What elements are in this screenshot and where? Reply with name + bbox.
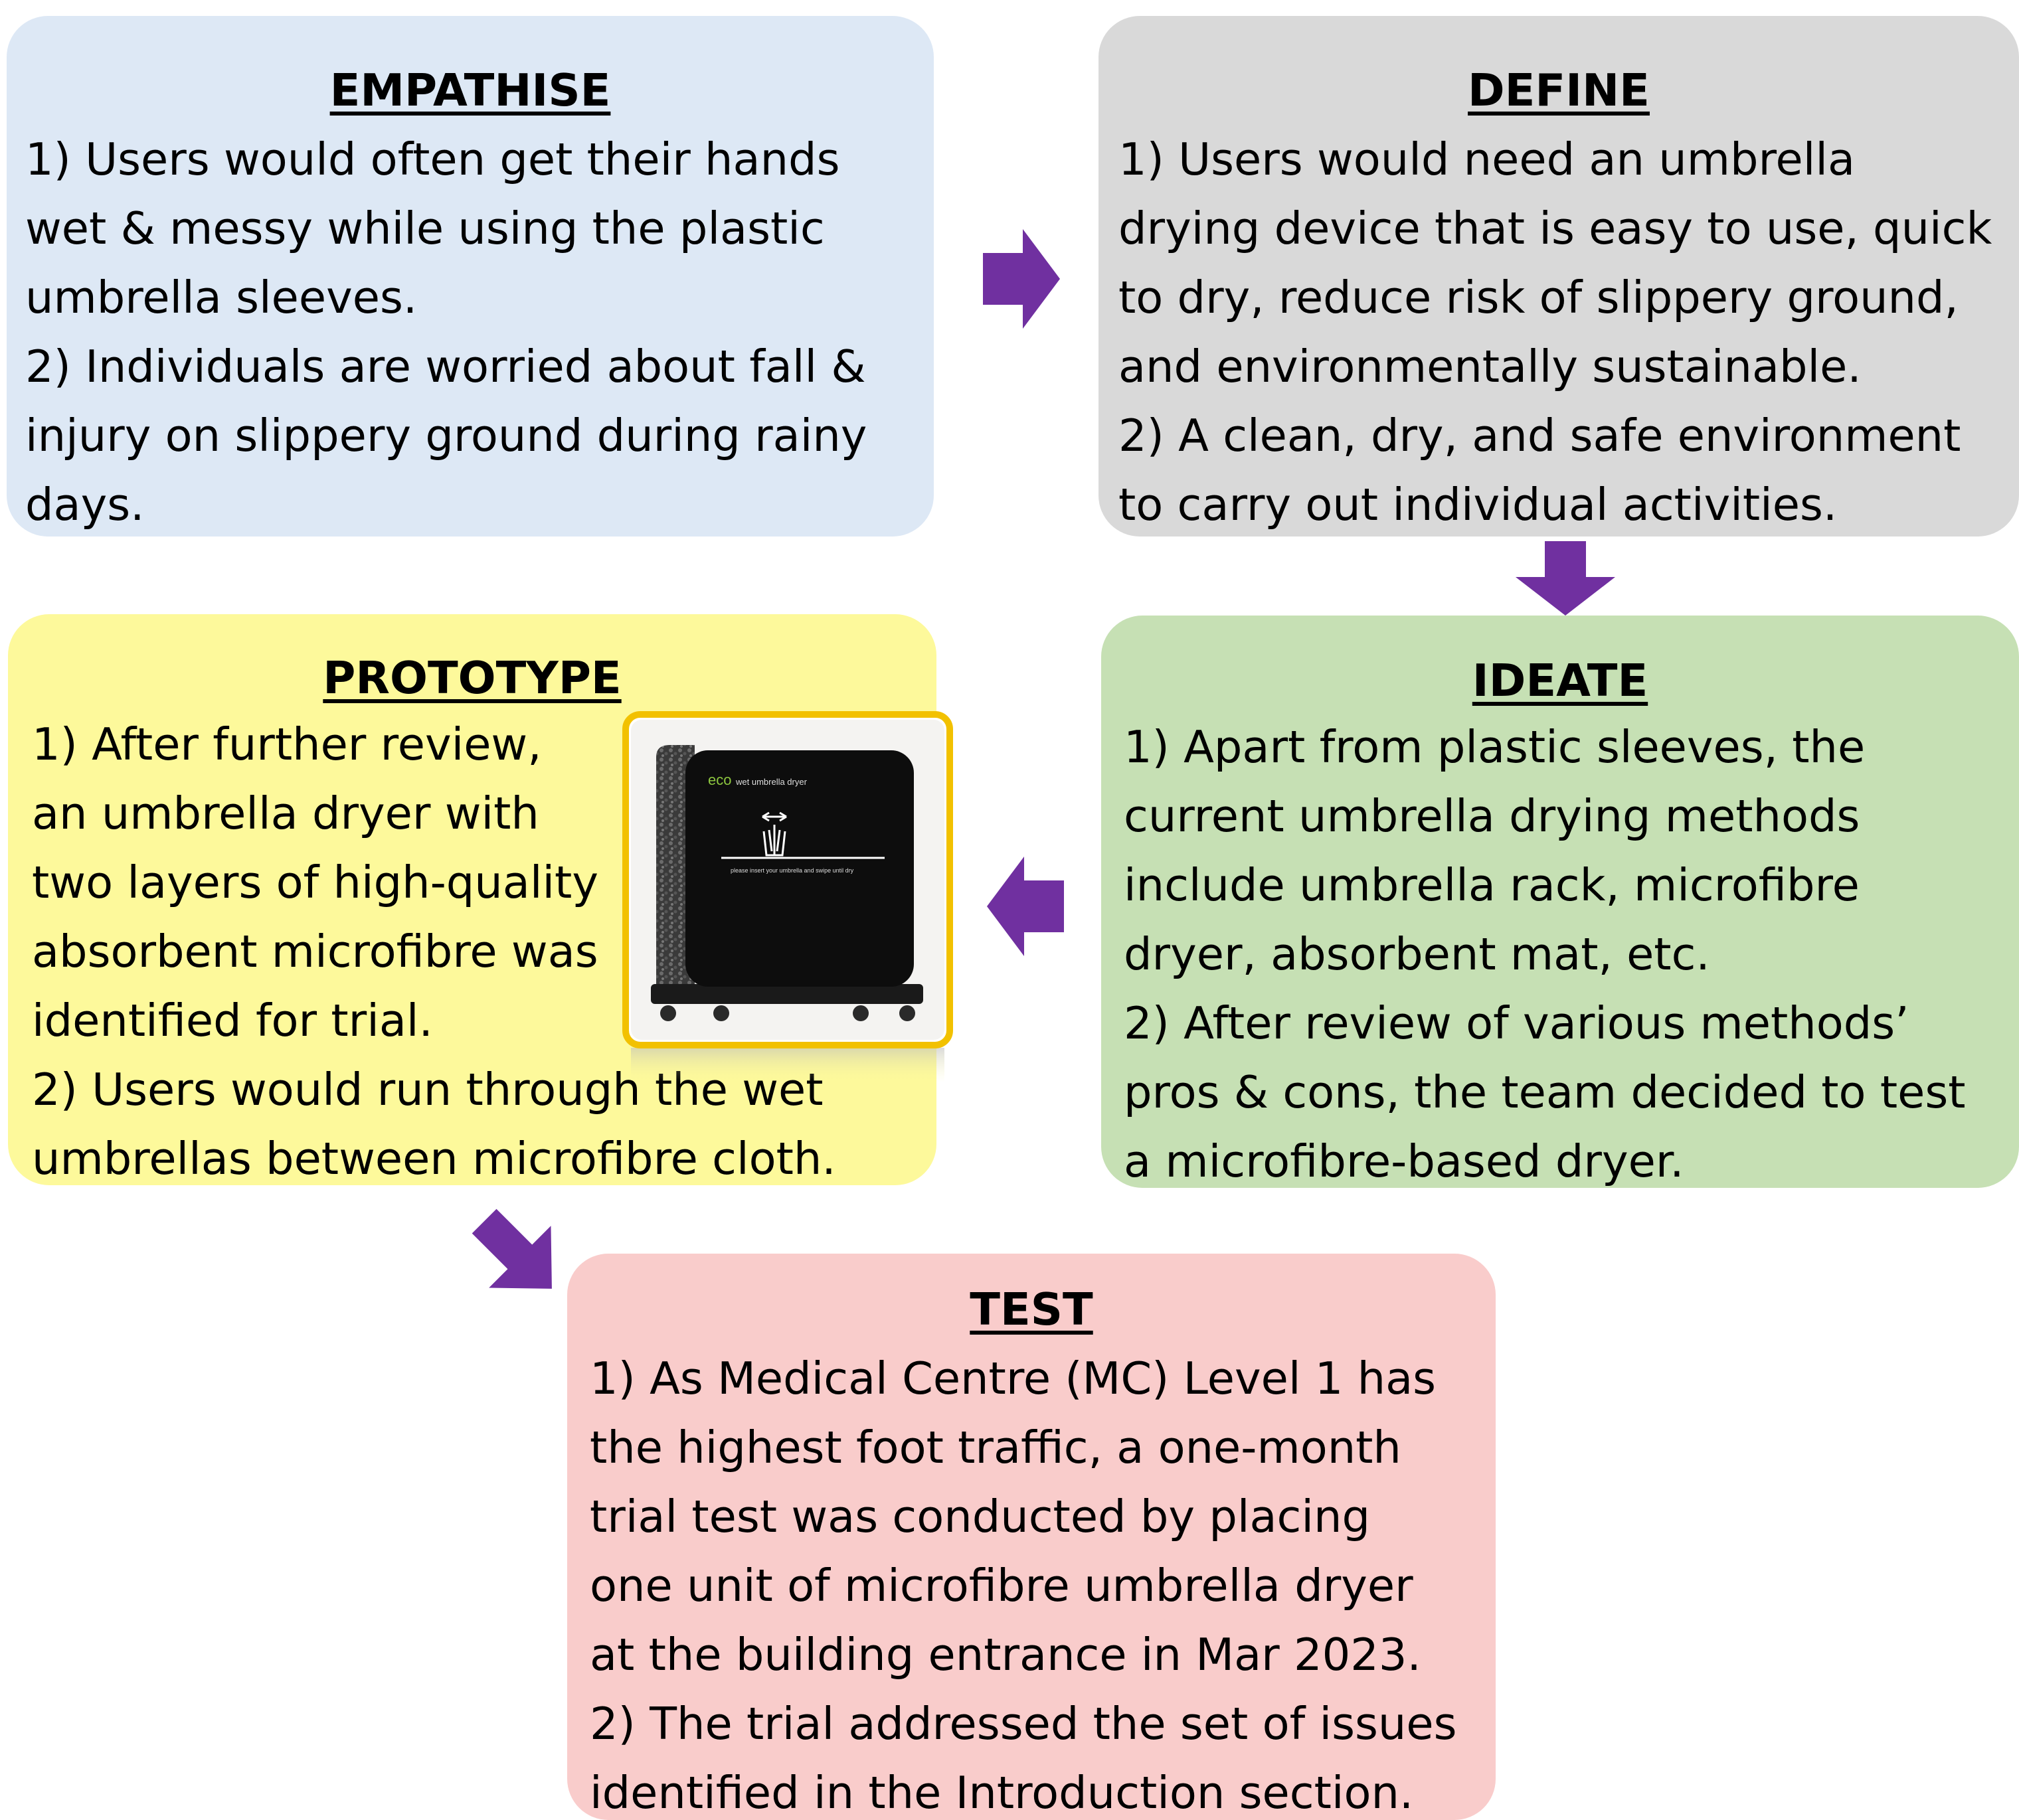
prototype-line: identified for trial.	[32, 995, 433, 1046]
dryer-brand: eco	[708, 772, 731, 788]
ideate-line: 2) After review of various methods’	[1124, 997, 1909, 1049]
dryer-body	[685, 750, 914, 987]
test-line: 2) The trial addressed the set of issues	[590, 1698, 1457, 1750]
ideate-text: 1) Apart from plastic sleeves, the curre…	[1124, 712, 1966, 1188]
ideate-line: include umbrella rack, microfibre	[1124, 859, 1860, 911]
dryer-instruction: please insert your umbrella and swipe un…	[731, 867, 854, 874]
define-line: and environmentally sustainable.	[1118, 341, 1862, 392]
ideate-line: dryer, absorbent mat, etc.	[1124, 928, 1710, 980]
dryer-wheel	[899, 1005, 915, 1021]
define-line: to dry, reduce risk of slippery ground,	[1118, 272, 1959, 323]
prototype-line: 1) After further review,	[32, 718, 542, 770]
photo-reflection	[631, 1048, 944, 1082]
ideate-box: IDEATE 1) Apart from plastic sleeves, th…	[1101, 616, 2019, 1188]
empathise-line: 2) Individuals are worried about fall &	[25, 341, 866, 392]
empathise-line: wet & messy while using the plastic	[25, 203, 825, 254]
empathise-box: EMPATHISE 1) Users would often get their…	[7, 16, 934, 537]
ideate-title: IDEATE	[1472, 655, 1648, 706]
test-line: the highest foot traffic, a one-month	[590, 1422, 1401, 1473]
empathise-line: days.	[25, 479, 145, 531]
test-title: TEST	[970, 1283, 1093, 1335]
empathise-text: 1) Users would often get their hands wet…	[25, 125, 867, 537]
umbrella-dryer-icon	[762, 811, 787, 857]
arrow-right-icon	[983, 229, 1060, 329]
ideate-line: 1) Apart from plastic sleeves, the	[1124, 721, 1866, 773]
prototype-line: an umbrella dryer with	[32, 787, 539, 839]
define-line: to carry out individual activities.	[1118, 479, 1838, 531]
test-box: TEST 1) As Medical Centre (MC) Level 1 h…	[567, 1254, 1496, 1820]
define-line: drying device that is easy to use, quick	[1118, 203, 1992, 254]
define-box: DEFINE 1) Users would need an umbrella d…	[1098, 16, 2019, 537]
arrow-down-right-icon	[472, 1208, 552, 1289]
dryer-wheel	[853, 1005, 869, 1021]
test-line: 1) As Medical Centre (MC) Level 1 has	[590, 1353, 1437, 1404]
arrow-down-icon	[1516, 541, 1615, 616]
prototype-line: umbrellas between microfibre cloth.	[32, 1133, 836, 1185]
dryer-cart	[651, 984, 923, 1004]
test-line: identified in the Introduction section.	[590, 1767, 1414, 1819]
ideate-line: a microfibre-based dryer.	[1124, 1135, 1684, 1187]
prototype-text: 1) After further review, an umbrella dry…	[32, 710, 836, 1185]
test-text: 1) As Medical Centre (MC) Level 1 has th…	[590, 1344, 1457, 1820]
empathise-line: 1) Users would often get their hands	[25, 133, 840, 185]
define-title: DEFINE	[1468, 64, 1650, 116]
umbrella-dryer-photo: eco wet umbrella dryer please insert you…	[622, 711, 953, 1082]
prototype-line: two layers of high-quality	[32, 857, 598, 908]
define-line: 2) A clean, dry, and safe environment	[1118, 410, 1961, 461]
dryer-wheel	[713, 1005, 729, 1021]
define-text: 1) Users would need an umbrella drying d…	[1118, 125, 1992, 537]
dryer-product: wet umbrella dryer	[735, 777, 808, 787]
dryer-wheel	[660, 1005, 676, 1021]
empathise-title: EMPATHISE	[329, 64, 611, 116]
empathise-line: injury on slippery ground during rainy	[25, 410, 867, 461]
define-line: 1) Users would need an umbrella	[1118, 133, 1856, 185]
ideate-line: pros & cons, the team decided to test	[1124, 1066, 1966, 1118]
ideate-line: current umbrella drying methods	[1124, 790, 1860, 842]
empathise-line: umbrella sleeves.	[25, 272, 418, 323]
test-line: at the building entrance in Mar 2023.	[590, 1629, 1421, 1681]
arrow-left-icon	[987, 857, 1064, 956]
prototype-title: PROTOTYPE	[323, 652, 622, 704]
microfibre-layer	[656, 745, 695, 984]
test-line: trial test was conducted by placing	[590, 1491, 1370, 1542]
prototype-line: absorbent microfibre was	[32, 926, 598, 977]
test-line: one unit of microfibre umbrella dryer	[590, 1560, 1413, 1612]
